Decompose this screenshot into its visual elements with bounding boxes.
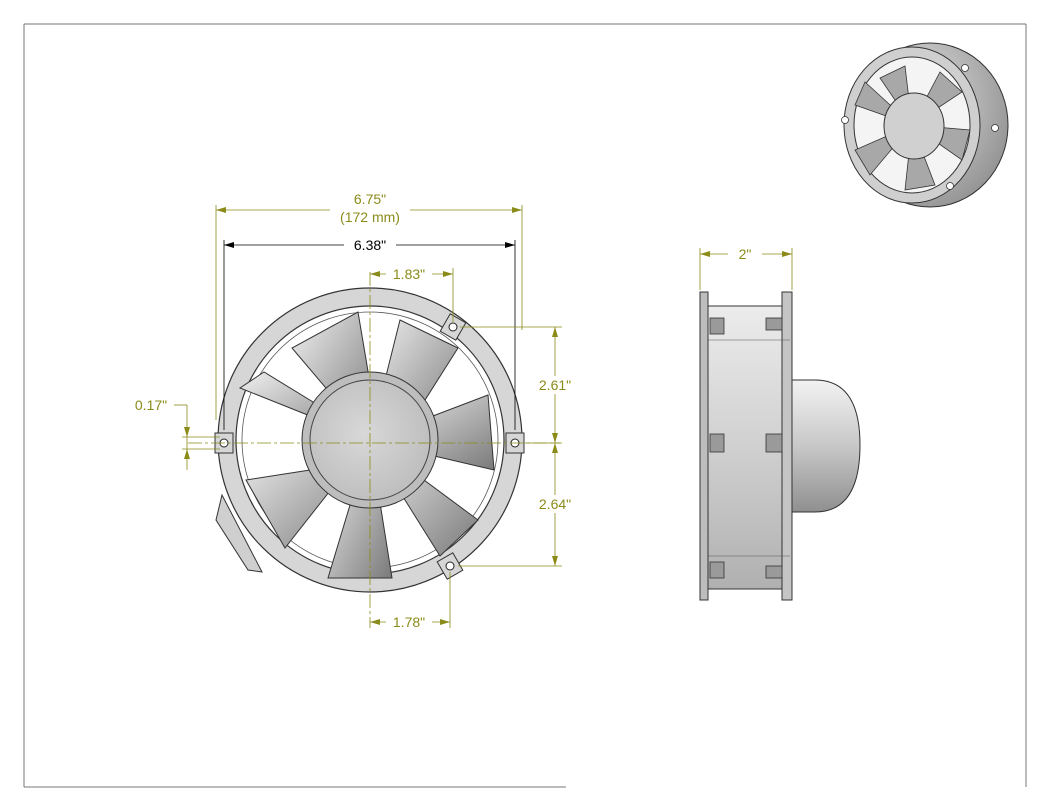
dim-hole-offset-top: 1.83" <box>393 266 425 282</box>
dim-hole-offset-bottom: 1.78" <box>393 614 425 630</box>
dim-overall-width: 6.75" <box>354 191 386 207</box>
dim-flange-width: 6.38" <box>354 237 386 253</box>
dim-hole-offset-side: 0.17" <box>135 397 167 413</box>
dim-upper-hole-height: 2.61" <box>539 377 571 393</box>
front-dimensions: 6.75" (172 mm) 6.38" 1.83" 1.78" 2.61" <box>135 190 578 631</box>
mounting-hole <box>445 561 455 571</box>
flange-ear-left <box>215 493 263 573</box>
back-flange <box>781 291 793 601</box>
isometric-view <box>841 42 1009 208</box>
dim-lower-hole-height: 2.64" <box>539 496 571 512</box>
motor-housing <box>789 379 861 513</box>
sheet-border <box>23 23 1027 788</box>
side-tabs <box>709 317 783 579</box>
center-lines <box>188 272 560 628</box>
front-view <box>188 272 560 628</box>
mounting-hole <box>448 322 458 332</box>
dim-depth: 2" <box>739 246 752 262</box>
front-flange <box>699 291 709 601</box>
dim-overall-width-metric: (172 mm) <box>340 209 400 225</box>
side-view: 2" <box>699 245 861 601</box>
